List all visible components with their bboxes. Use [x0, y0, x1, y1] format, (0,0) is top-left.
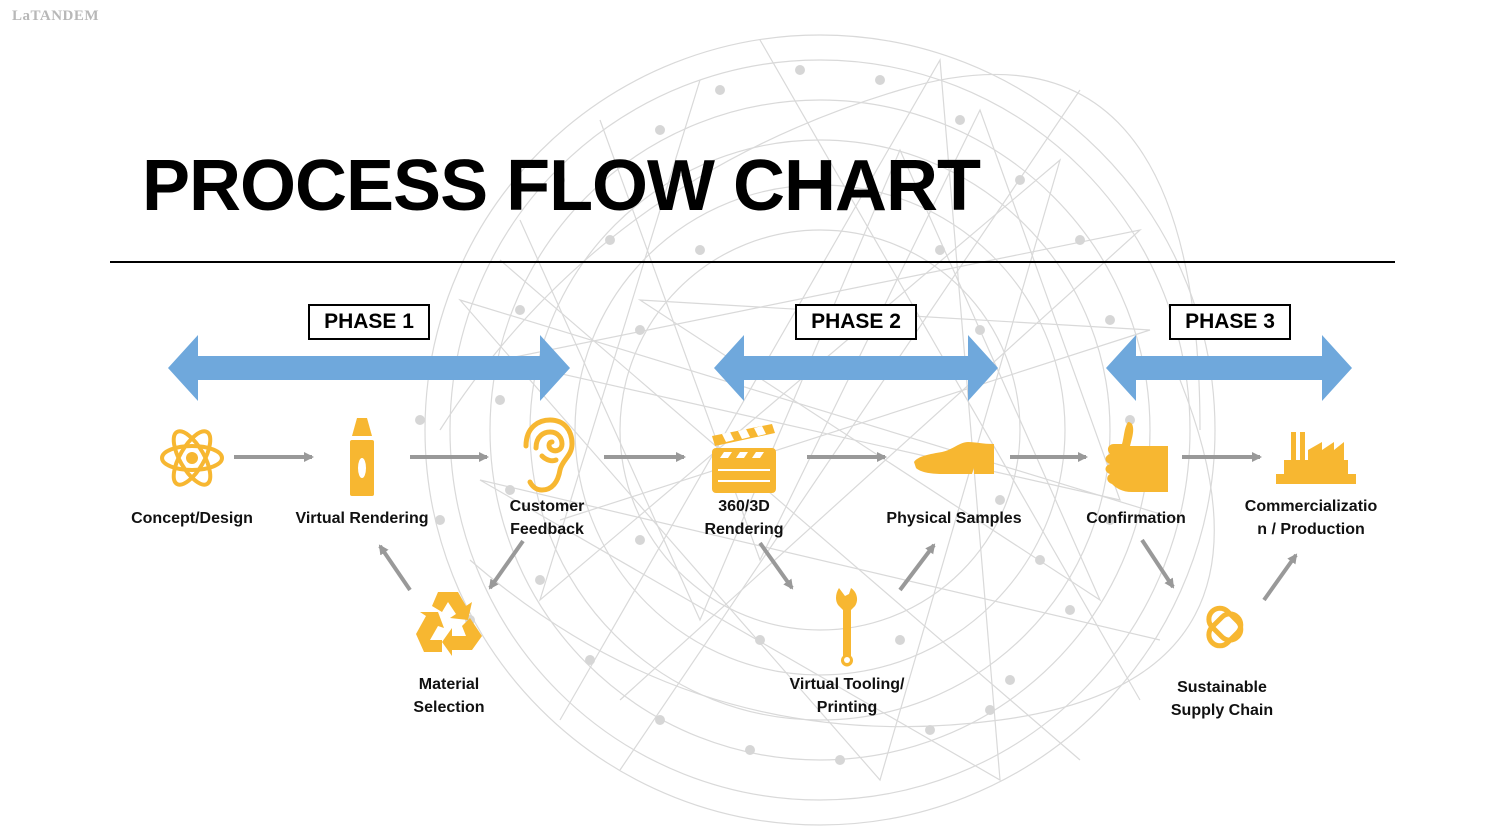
step-label-virtual-rendering: Virtual Rendering — [295, 510, 429, 527]
clapperboard-icon — [712, 424, 776, 493]
flow-arrow — [488, 539, 525, 590]
flow-arrow — [378, 544, 412, 592]
step-label-material-selection: Material Selection — [413, 676, 485, 716]
step-label-physical-samples: Physical Samples — [886, 510, 1022, 527]
title-divider — [110, 261, 1395, 263]
ear-icon — [523, 417, 575, 493]
step-label-virtual-tooling: Virtual Tooling/ Printing — [789, 676, 905, 716]
phase-2-span-arrow — [714, 335, 998, 401]
step-label-confirmation: Confirmation — [1086, 510, 1186, 527]
shoe-icon — [914, 442, 994, 474]
step-label-rendering-3d: 360/3D Rendering — [704, 498, 784, 538]
step-label-customer-feedback: Customer Feedback — [509, 498, 585, 538]
phase-1-label: PHASE 1 — [308, 304, 430, 340]
step-label-supply-chain: Sustainable Supply Chain — [1170, 679, 1274, 719]
step-label-concept: Concept/Design — [131, 510, 253, 527]
thumbs-up-icon — [1105, 422, 1168, 492]
recycle-icon — [416, 592, 482, 656]
phase-2-label: PHASE 2 — [795, 304, 917, 340]
flow-arrow — [1140, 538, 1175, 589]
phase-3-label: PHASE 3 — [1169, 304, 1291, 340]
flow-arrow — [758, 541, 794, 590]
crayon-icon — [350, 418, 374, 496]
step-label-commercialization: Commercializatio n / Production — [1244, 498, 1378, 538]
chain-link-icon — [1206, 605, 1244, 649]
brand-logo: LaTANDEM — [12, 8, 100, 24]
factory-icon — [1276, 432, 1356, 484]
flow-arrow — [1262, 553, 1298, 602]
page-title: PROCESS FLOW CHART — [142, 146, 981, 226]
phase-3-span-arrow — [1106, 335, 1352, 401]
phase-1-span-arrow — [168, 335, 570, 401]
flow-arrow — [898, 543, 936, 592]
atom-icon — [160, 429, 224, 487]
wrench-icon — [836, 588, 858, 667]
